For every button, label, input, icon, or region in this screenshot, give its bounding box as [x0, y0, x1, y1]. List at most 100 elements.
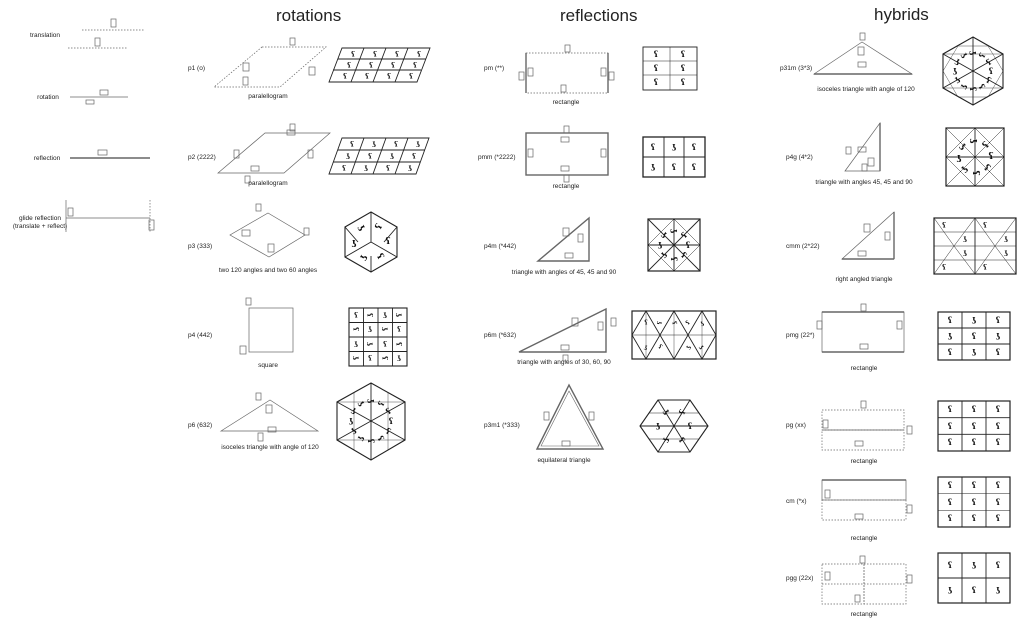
cm-motif: ʕ — [972, 480, 977, 490]
p3-motif: ʕ — [357, 223, 368, 232]
p31m-motif: ʕ — [989, 66, 994, 76]
p6m-motif: ʕ — [656, 343, 664, 351]
pmg-motif: ʕ — [995, 331, 1000, 341]
p2-motif: ʕ — [408, 164, 412, 173]
p6-motif: ʕ — [376, 434, 387, 443]
p1-motif: ʕ — [347, 61, 351, 70]
cmm-motif: ʕ — [983, 263, 987, 272]
cm-motif: ʕ — [972, 513, 977, 523]
legend-translation: translation — [30, 32, 60, 39]
pmg-pattern — [937, 311, 1011, 361]
p3-motif: ʕ — [351, 237, 356, 247]
p1-motif: ʕ — [413, 61, 417, 70]
caption-p4: square — [258, 362, 278, 369]
pg-motif: ʕ — [948, 437, 953, 447]
pmm-motif: ʕ — [651, 142, 656, 152]
p2-pattern — [328, 137, 430, 175]
pmg-motif: ʕ — [971, 347, 976, 357]
legend-glide-2: (translate + reflect) — [12, 223, 68, 230]
p4g-motif: ʕ — [981, 163, 992, 174]
p2-motif: ʕ — [368, 152, 372, 161]
p31m-motif: ʕ — [977, 50, 988, 59]
caption-cmm: right angled triangle — [835, 276, 893, 283]
p3-motif: ʕ — [374, 252, 385, 261]
p4-fundamental-domain — [239, 297, 294, 355]
p4-motif: ʕ — [354, 340, 358, 349]
p4-motif: ʕ — [352, 356, 361, 360]
p6m-motif: ʕ — [699, 319, 705, 327]
caption-p31m: isoceles triangle with angle of 120 — [817, 86, 915, 93]
legend-glide-1: glide reflection — [19, 215, 61, 222]
p31m-motif: ʕ — [952, 66, 957, 76]
p31m-motif: ʕ — [984, 56, 993, 67]
p31m-motif: ʕ — [958, 82, 969, 91]
group-label-p3: p3 (333) — [188, 243, 213, 250]
group-label-cm: cm (*x) — [786, 498, 807, 505]
p4-motif: ʕ — [354, 311, 358, 320]
p4g-motif: ʕ — [970, 171, 980, 176]
p31m-fundamental-domain — [812, 32, 914, 75]
cmm-fundamental-domain — [841, 211, 895, 260]
pm-motif: ʕ — [654, 77, 659, 87]
p2-motif: ʕ — [372, 140, 376, 149]
pgg-motif: ʕ — [995, 585, 1000, 595]
group-label-p1: p1 (o) — [188, 65, 205, 72]
p2-motif: ʕ — [350, 140, 354, 149]
pmm-motif: ʕ — [692, 142, 697, 152]
p4g-motif: ʕ — [958, 163, 969, 174]
pgg-motif: ʕ — [947, 585, 952, 595]
pg-motif: ʕ — [996, 437, 1001, 447]
p4-motif: ʕ — [368, 354, 372, 363]
p6m-motif: ʕ — [684, 319, 692, 327]
legend-glide-diagram — [65, 200, 155, 232]
pmm-motif: ʕ — [671, 142, 676, 152]
p1-motif: ʕ — [391, 61, 395, 70]
pg-motif: ʕ — [972, 421, 977, 431]
p31m-motif: ʕ — [977, 82, 988, 91]
pm-motif: ʕ — [654, 63, 659, 73]
p4-motif: ʕ — [366, 313, 375, 317]
cmm-motif: ʕ — [942, 221, 946, 230]
p4g-motif: ʕ — [989, 152, 994, 162]
p3-motif: ʕ — [357, 252, 368, 261]
pmm-motif: ʕ — [672, 162, 677, 172]
group-label-p4m: p4m (*442) — [484, 243, 517, 250]
p3m1-motif: ʕ — [660, 435, 671, 444]
pmm-motif: ʕ — [692, 162, 697, 172]
caption-p3: two 120 angles and two 60 angles — [218, 267, 318, 274]
p1-motif: ʕ — [351, 50, 355, 59]
p31m-motif: ʕ — [952, 75, 961, 86]
p6-motif: ʕ — [366, 439, 376, 444]
p6-motif: ʕ — [349, 426, 358, 437]
group-label-pgg: pgg (22x) — [786, 575, 814, 582]
p31m-motif: ʕ — [958, 50, 969, 59]
p4g-motif: ʕ — [956, 152, 961, 162]
p4m-motif: ʕ — [657, 240, 662, 250]
p1-fundamental-domain — [213, 37, 327, 88]
p3-pattern — [344, 211, 398, 273]
pg-motif: ʕ — [948, 404, 953, 414]
pm-fundamental-domain — [518, 44, 615, 94]
p2-motif: ʕ — [390, 152, 394, 161]
cm-motif: ʕ — [948, 513, 953, 523]
pg-motif: ʕ — [948, 421, 953, 431]
p4g-motif: ʕ — [981, 140, 992, 151]
caption-p6m: triangle with angles of 30, 60, 90 — [517, 359, 611, 366]
pmg-motif: ʕ — [972, 331, 977, 341]
p2-motif: ʕ — [412, 152, 416, 161]
p1-motif: ʕ — [373, 50, 377, 59]
pm-motif: ʕ — [681, 49, 686, 59]
p4-motif: ʕ — [368, 325, 372, 334]
rotations-header: rotations — [276, 6, 342, 25]
p4m-motif: ʕ — [659, 250, 670, 261]
legend-translation-diagram — [68, 18, 145, 49]
reflections-header: reflections — [560, 6, 638, 25]
p4-motif: ʕ — [395, 342, 404, 346]
group-label-cmm: cmm (2*22) — [786, 243, 820, 250]
p6m-motif: ʕ — [684, 344, 692, 351]
p4m-motif: ʕ — [669, 228, 679, 233]
cm-motif: ʕ — [996, 480, 1001, 490]
pmg-motif: ʕ — [996, 315, 1001, 325]
p3m1-motif: ʕ — [677, 435, 688, 444]
pm-pattern — [642, 46, 698, 91]
